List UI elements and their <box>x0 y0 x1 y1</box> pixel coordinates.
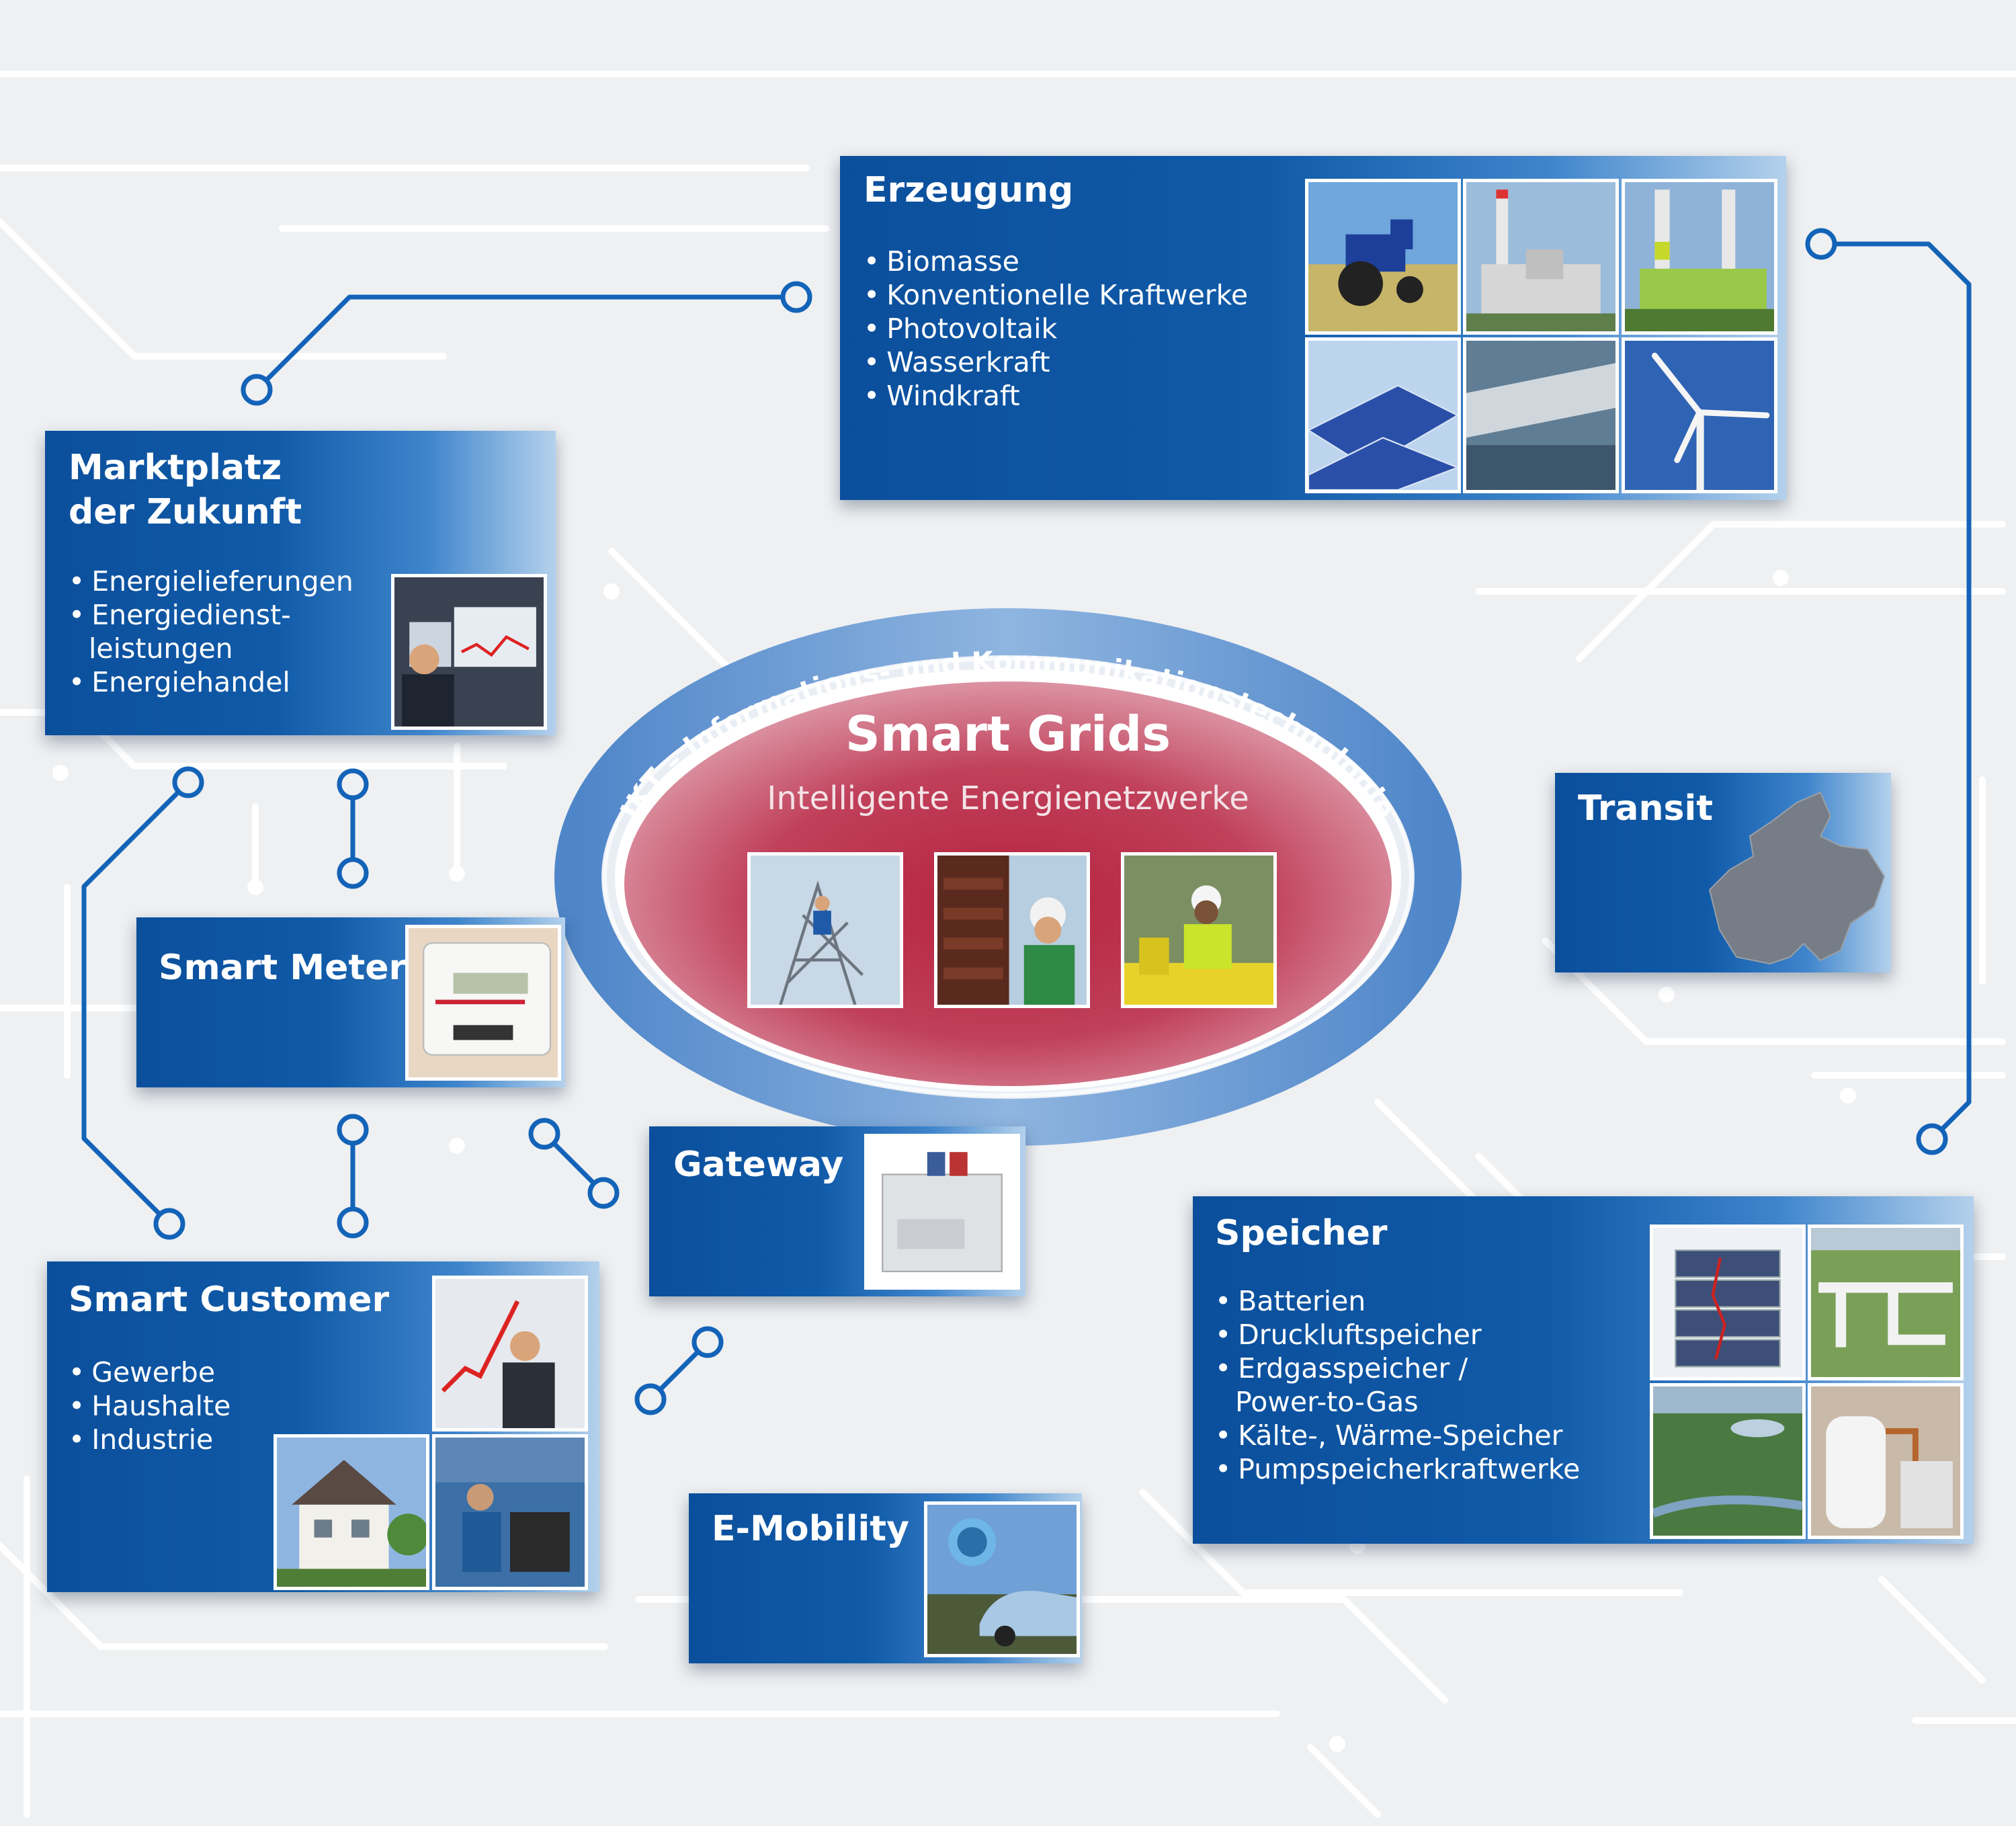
conventional-power-plant-photo <box>1463 179 1619 335</box>
smart-meter-title: Smart Meter <box>159 948 407 988</box>
solar-panels-photo <box>1305 337 1461 493</box>
trading-room-photo <box>391 574 547 730</box>
speicher-box: Speicher Batterien Druckluftspeicher Erd… <box>1193 1196 1974 1544</box>
tractor-biomass-photo <box>1305 179 1461 335</box>
industry-worker-photo <box>432 1434 588 1590</box>
hydropower-dam-photo <box>1463 337 1619 493</box>
list-item: Gewerbe <box>69 1356 230 1389</box>
list-item: Industrie <box>69 1423 230 1456</box>
transit-box: Transit <box>1555 773 1891 972</box>
list-item: Energielieferungen <box>69 565 353 598</box>
smart-grids-title: Smart Grids <box>845 706 1171 762</box>
battery-storage-photo <box>1650 1225 1806 1380</box>
list-item: Wasserkraft <box>864 345 1248 379</box>
e-mobility-box: E-Mobility <box>689 1493 1082 1663</box>
erzeugung-title: Erzeugung <box>864 170 1074 210</box>
smart-customer-title: Smart Customer <box>69 1280 390 1320</box>
electric-car-charging-photo <box>924 1501 1080 1657</box>
marktplatz-title-line1: Marktplatz <box>69 448 282 488</box>
europe-map-icon <box>1708 791 1886 965</box>
gateway-box: Gateway <box>649 1126 1025 1296</box>
erzeugung-box: Erzeugung Biomasse Konventionelle Kraftw… <box>840 156 1786 500</box>
transit-title: Transit <box>1578 788 1714 829</box>
marktplatz-list: Energielieferungen Energiedienst- leistu… <box>69 565 353 699</box>
smart-customer-box: Smart Customer Gewerbe Haushalte Industr… <box>47 1261 599 1592</box>
marktplatz-title-line2: der Zukunft <box>69 492 302 532</box>
insulator-technician-photo <box>934 852 1090 1008</box>
heat-storage-tank-photo <box>1808 1383 1964 1539</box>
list-item: Photovoltaik <box>864 312 1248 345</box>
speicher-title: Speicher <box>1215 1213 1388 1253</box>
pumped-storage-valley-photo <box>1650 1383 1806 1539</box>
list-item: Haushalte <box>69 1389 230 1423</box>
erzeugung-list: Biomasse Konventionelle Kraftwerke Photo… <box>864 245 1248 413</box>
wind-turbine-photo <box>1622 337 1777 493</box>
businessman-chart-photo <box>432 1276 588 1431</box>
list-item: Energiedienst- <box>69 598 353 632</box>
list-item: Windkraft <box>864 379 1248 413</box>
smart-customer-list: Gewerbe Haushalte Industrie <box>69 1356 230 1456</box>
gateway-device-photo <box>864 1134 1020 1290</box>
list-item: Energiehandel <box>69 665 353 699</box>
list-item-continuation: leistungen <box>89 632 233 665</box>
list-item: Biomasse <box>864 245 1248 278</box>
list-item: Konventionelle Kraftwerke <box>864 278 1248 312</box>
smart-meter-device-photo <box>405 925 561 1081</box>
list-item: Erdgasspeicher / <box>1215 1352 1580 1385</box>
marktplatz-box: Marktplatz der Zukunft Energielieferunge… <box>45 431 556 735</box>
power-station-chimney-photo <box>1622 179 1777 335</box>
gas-station-worker-photo <box>1121 852 1277 1008</box>
grid-worker-pylon-photo <box>747 852 903 1008</box>
gas-storage-pipes-photo <box>1808 1225 1964 1380</box>
list-item: Batterien <box>1215 1284 1580 1318</box>
gateway-title: Gateway <box>673 1145 844 1185</box>
list-item: Kälte-, Wärme-Speicher <box>1215 1419 1580 1452</box>
list-item-continuation: Power-to-Gas <box>1235 1386 1419 1418</box>
list-item: Pumpspeicherkraftwerke <box>1215 1452 1580 1486</box>
house-photo <box>274 1434 429 1590</box>
speicher-list: Batterien Druckluftspeicher Erdgasspeich… <box>1215 1284 1580 1486</box>
e-mobility-title: E-Mobility <box>712 1509 910 1549</box>
smart-grids-subtitle: Intelligente Energienetzwerke <box>767 780 1249 817</box>
smart-meter-box: Smart Meter <box>136 917 565 1087</box>
list-item: Druckluftspeicher <box>1215 1318 1580 1352</box>
